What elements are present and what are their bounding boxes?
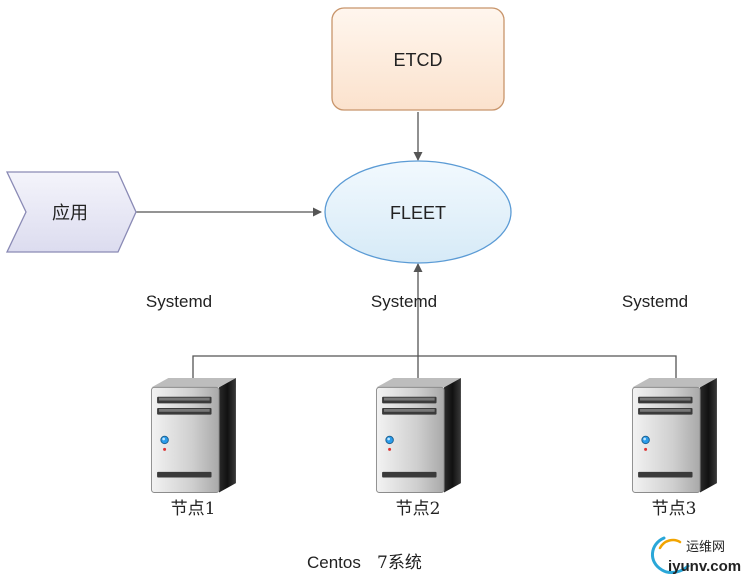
watermark-site-url: iyunv.com (668, 558, 741, 575)
server-node-2: 节点2 (375, 378, 462, 519)
server-label-3: 节点3 (652, 499, 697, 519)
etcd-label: ETCD (394, 50, 443, 70)
server-node-3: 节点3 (631, 378, 718, 519)
watermark: 运维网 iyunv.com (651, 536, 741, 575)
node-bus-line (192, 355, 677, 390)
footer-caption: Centos 7系统 (307, 553, 422, 573)
app-label: 应用 (52, 203, 88, 223)
systemd-label-left: Systemd (146, 292, 212, 311)
server-label-2: 节点2 (396, 499, 441, 519)
server-node-1: 节点1 (150, 378, 237, 519)
server-label-1: 节点1 (171, 499, 216, 519)
app-node: 应用 (5, 171, 137, 253)
watermark-site-name: 运维网 (686, 539, 725, 554)
os-version: 7系统 (377, 553, 422, 573)
server-icon (150, 378, 237, 494)
server-icon (631, 378, 718, 494)
os-name: Centos (307, 553, 361, 572)
systemd-label-center: Systemd (371, 292, 437, 311)
server-icon (375, 378, 462, 494)
fleet-node: FLEET (324, 160, 512, 264)
watermark-logo-icon (651, 536, 690, 575)
etcd-node: ETCD (331, 7, 505, 111)
systemd-label-right: Systemd (622, 292, 688, 311)
fleet-label: FLEET (390, 203, 446, 223)
